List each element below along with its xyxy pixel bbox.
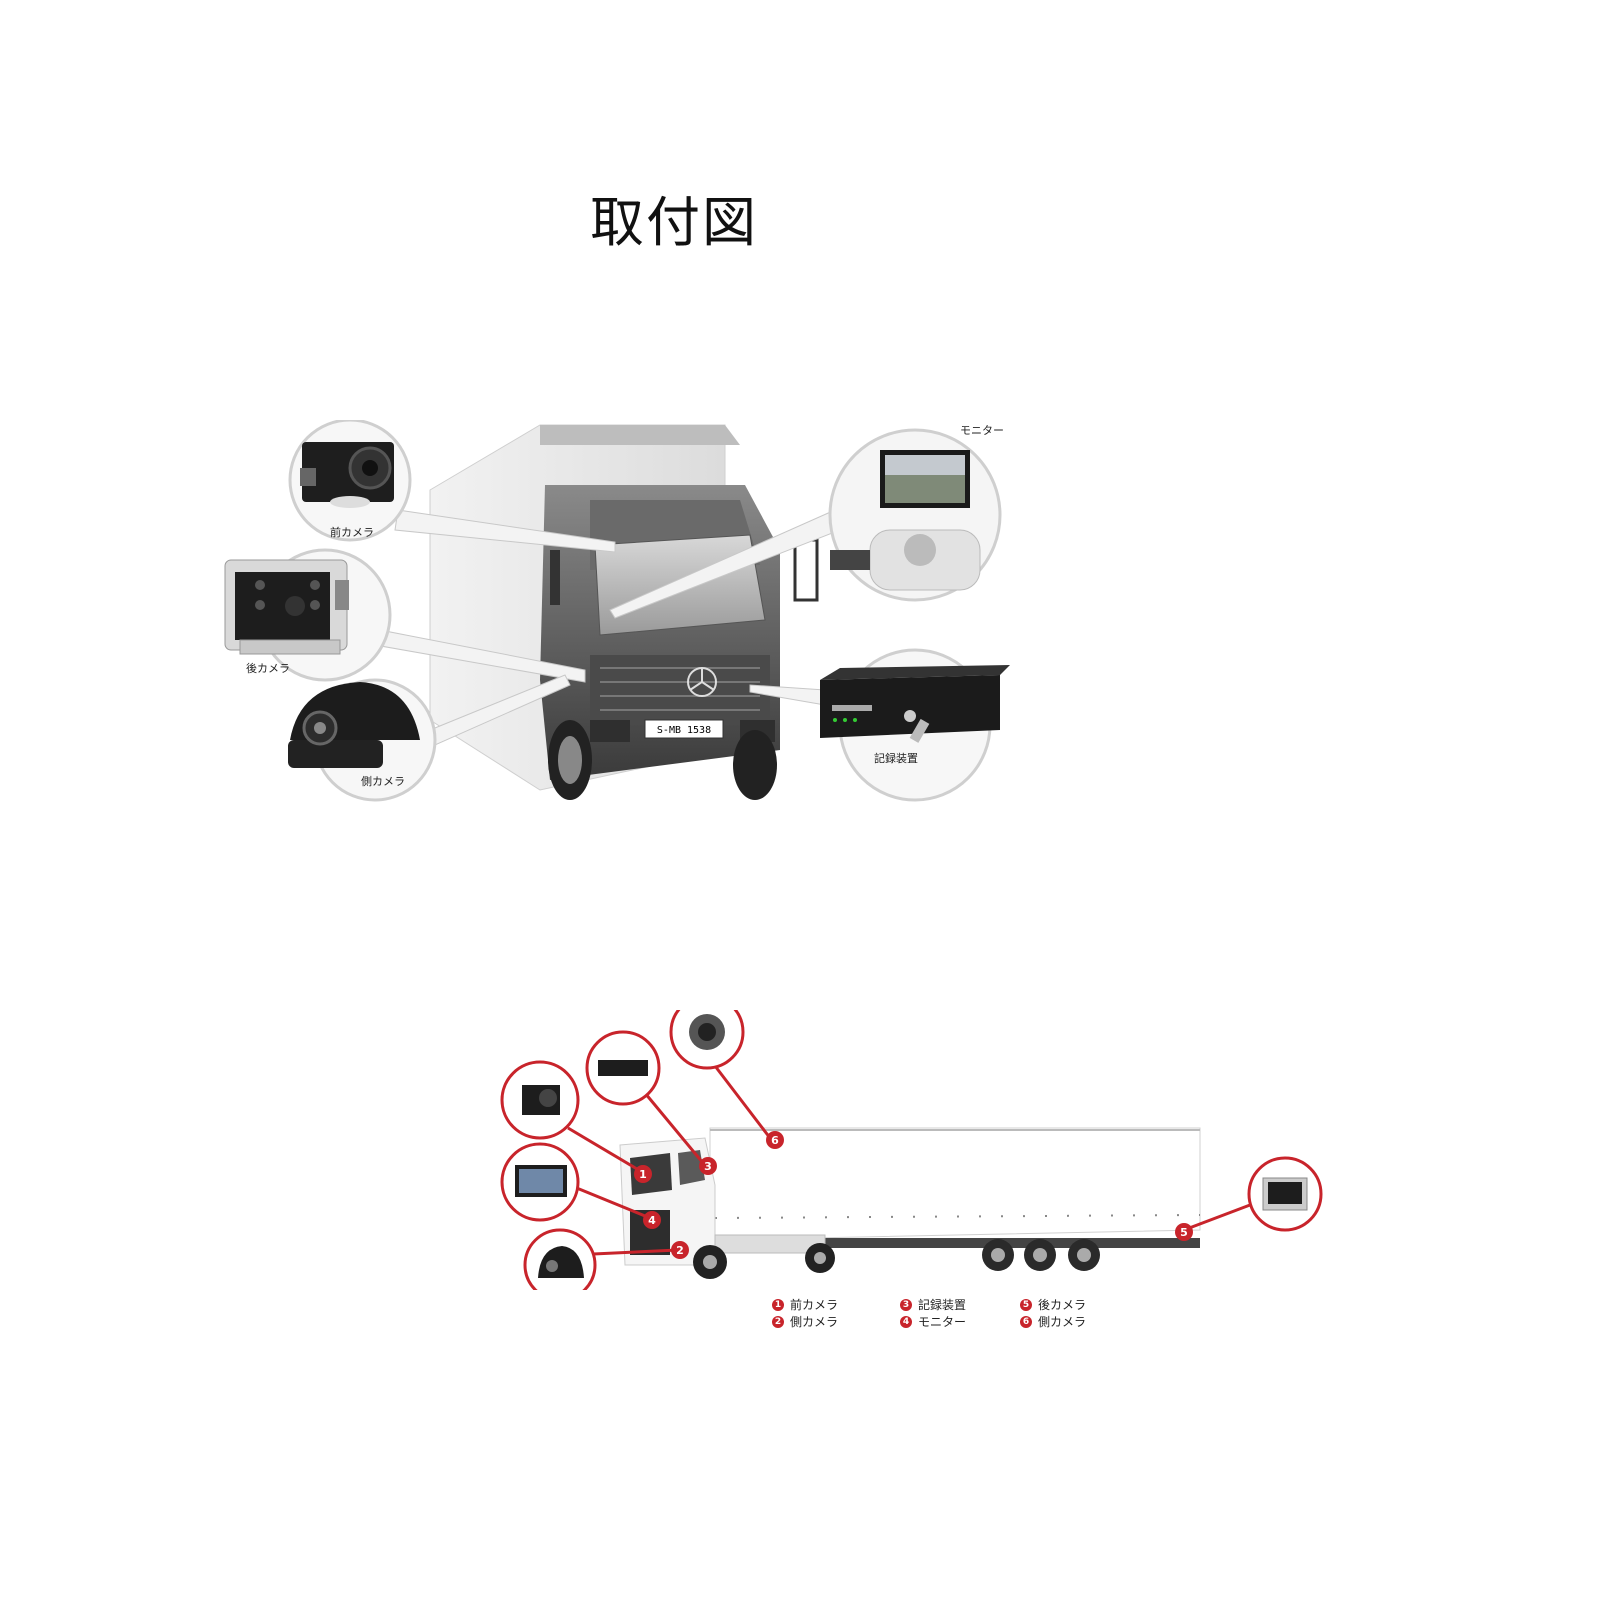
icon-circle-side-camera-top bbox=[669, 994, 745, 1070]
front-camera-callout: 前カメラ bbox=[288, 418, 412, 542]
rear-camera-icon bbox=[224, 559, 349, 655]
icon-circle-rear-camera bbox=[1247, 1156, 1323, 1232]
monitor-icon bbox=[830, 450, 981, 591]
icon-circle-recorder bbox=[585, 1030, 661, 1106]
top-installation-diagram: S-MB 1538 前カ bbox=[220, 418, 1060, 840]
svg-text:2: 2 bbox=[676, 1244, 684, 1257]
recorder-icon bbox=[820, 665, 1010, 743]
page-title: 取付図 bbox=[590, 191, 758, 254]
front-camera-label: 前カメラ bbox=[330, 525, 374, 539]
side-camera-callout: 側カメラ bbox=[288, 678, 437, 802]
rear-camera-callout: 後カメラ bbox=[224, 548, 392, 682]
trailer-image bbox=[619, 1127, 1201, 1279]
marker-2: 2 bbox=[671, 1241, 689, 1259]
marker-5: 5 bbox=[1175, 1223, 1193, 1241]
marker-1: 1 bbox=[634, 1165, 652, 1183]
svg-text:1: 1 bbox=[639, 1168, 647, 1181]
svg-text:3: 3 bbox=[704, 1160, 712, 1173]
icon-circle-front-camera bbox=[500, 1060, 580, 1140]
icon-circle-side-camera bbox=[523, 1228, 597, 1302]
monitor-label: モニター bbox=[960, 424, 1004, 437]
front-camera-icon bbox=[300, 442, 394, 508]
marker-3: 3 bbox=[699, 1157, 717, 1175]
truck-image: S-MB 1538 bbox=[429, 424, 819, 800]
marker-6: 6 bbox=[766, 1131, 784, 1149]
marker-4: 4 bbox=[643, 1211, 661, 1229]
icon-circle-monitor bbox=[500, 1142, 580, 1222]
monitor-callout: モニター bbox=[828, 424, 1004, 602]
recorder-callout: 記録装置 bbox=[820, 648, 1010, 802]
svg-text:5: 5 bbox=[1180, 1226, 1188, 1239]
license-plate: S-MB 1538 bbox=[657, 725, 711, 736]
recorder-label: 記録装置 bbox=[874, 751, 918, 765]
side-camera-label: 側カメラ bbox=[361, 775, 405, 788]
svg-text:4: 4 bbox=[648, 1214, 656, 1227]
svg-text:6: 6 bbox=[771, 1134, 779, 1147]
rear-camera-label: 後カメラ bbox=[246, 661, 290, 675]
side-camera-icon bbox=[288, 682, 420, 768]
